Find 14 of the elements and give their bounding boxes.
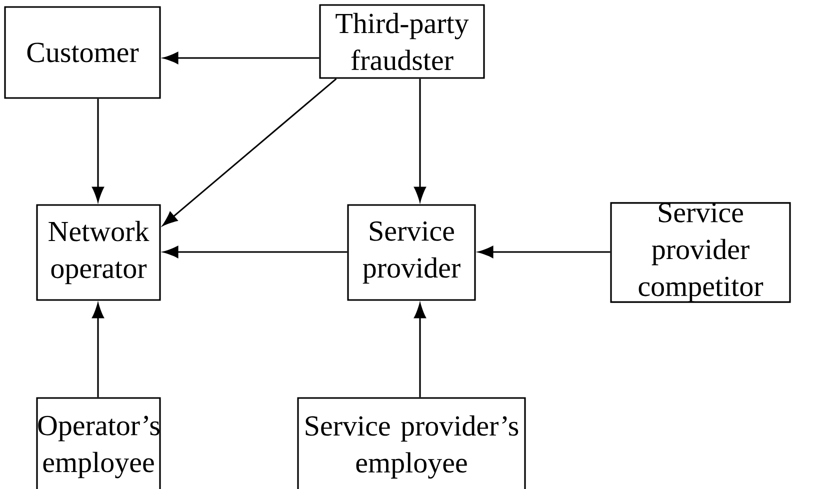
box: Customer: [4, 6, 161, 99]
box: Third-party fraudster: [319, 4, 485, 79]
arrow: [478, 246, 610, 258]
box: Service provider’s employee: [297, 397, 526, 489]
arrow: [414, 78, 426, 202]
arrow: [92, 303, 104, 398]
box: Service provider: [347, 204, 476, 301]
arrow: [162, 78, 337, 226]
arrow: [163, 246, 348, 258]
arrow: [163, 52, 320, 64]
arrow: [414, 303, 426, 398]
box: Network operator: [36, 204, 161, 301]
arrow: [92, 98, 104, 202]
box: Service provider competitor: [610, 202, 791, 303]
